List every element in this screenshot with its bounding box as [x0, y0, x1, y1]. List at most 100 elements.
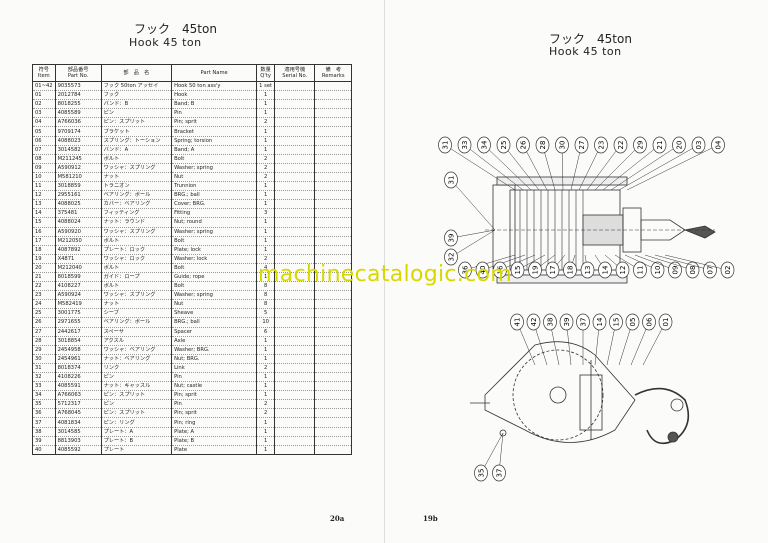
callout-leader	[610, 144, 680, 191]
callout-mid-13: 13	[584, 266, 592, 275]
callout-circle	[598, 261, 612, 279]
callout-circle	[438, 136, 452, 154]
callout-lower-41: 41	[514, 318, 522, 327]
row-item: 13	[32, 199, 56, 210]
row-part-name: Link	[171, 363, 258, 374]
callout-circle	[555, 136, 569, 154]
row-part-name: Washer; spring	[171, 163, 258, 173]
row-remarks	[314, 354, 352, 364]
row-name-jp: ナット	[101, 299, 173, 310]
callout-lower-01: 01	[662, 318, 670, 327]
row-serial	[274, 372, 316, 383]
callout-leader	[618, 144, 699, 191]
row-part-name: Pin; ring	[171, 417, 258, 428]
row-serial	[274, 317, 316, 328]
row-part-no: M212050	[55, 236, 102, 246]
row-item: 12	[32, 190, 56, 201]
row-qty: 2	[256, 163, 276, 173]
row-part-no: 3018859	[55, 181, 102, 192]
callout-mid-17: 17	[549, 266, 557, 275]
row-part-no: 3001775	[55, 308, 102, 319]
callout-circle	[543, 313, 557, 331]
row-item: 15	[32, 217, 56, 228]
callout-leader	[444, 144, 516, 191]
callout-circle	[592, 313, 607, 331]
row-part-no: 4085592	[55, 445, 102, 455]
row-part-no: A590912	[55, 163, 102, 173]
row-qty: 1	[256, 99, 276, 110]
row-remarks	[314, 163, 352, 173]
callout-circle	[528, 261, 542, 279]
row-serial	[274, 172, 316, 183]
row-item: 16	[32, 227, 56, 237]
row-part-name: Pin	[171, 372, 258, 383]
row-serial	[274, 236, 316, 246]
row-qty: 1	[256, 381, 276, 392]
row-item: 02	[32, 99, 56, 110]
row-serial	[274, 308, 316, 319]
row-item: 19	[32, 254, 56, 264]
row-remarks	[314, 445, 352, 455]
row-qty: 5	[256, 308, 276, 319]
row-part-no: 4108226	[55, 372, 102, 383]
row-remarks	[314, 245, 352, 255]
row-item: 14	[32, 208, 56, 219]
row-qty: 4	[256, 263, 276, 273]
row-name-jp: フック	[101, 90, 173, 101]
row-part-name: Pin; sprit	[171, 390, 258, 401]
row-part-name: Nut; BRG.	[171, 354, 258, 364]
row-remarks	[314, 363, 352, 374]
callout-leader	[644, 254, 693, 271]
row-part-no: 8813903	[55, 436, 102, 446]
callout-mid-07: 07	[707, 266, 715, 275]
row-item: 37	[32, 417, 56, 428]
row-item: 24	[32, 299, 56, 310]
callout-top-29: 29	[637, 141, 645, 150]
row-part-no: 8018374	[55, 363, 102, 374]
callout-top-23: 23	[598, 141, 606, 150]
row-name-jp: ナット：ベアリング	[101, 354, 173, 364]
callout-circle	[576, 313, 590, 331]
row-qty: 2	[256, 154, 276, 164]
callout-top-34: 34	[481, 140, 489, 149]
row-part-name: Sheave	[171, 308, 258, 319]
row-serial	[274, 427, 316, 437]
callout-side-39: 39	[448, 234, 456, 243]
row-qty: 2	[256, 408, 276, 419]
row-qty: 1	[256, 245, 276, 255]
callout-top-04: 04	[715, 140, 723, 149]
lower-hook-drawing	[470, 341, 690, 445]
row-serial	[274, 336, 316, 346]
row-qty: 8	[256, 281, 276, 292]
row-name-jp: フック 50ton アッセイ	[101, 81, 173, 92]
row-qty: 1	[256, 145, 276, 155]
callout-side-32: 32	[448, 253, 456, 262]
row-name-jp: ピン：リング	[101, 417, 173, 428]
row-qty: 1	[256, 126, 276, 137]
row-remarks	[314, 399, 352, 410]
row-part-name: Washer; BRG.	[171, 345, 258, 355]
row-item: 27	[32, 327, 56, 337]
row-remarks	[314, 90, 352, 101]
row-item: 01	[32, 90, 56, 101]
row-part-name: Pin; sprit	[171, 117, 258, 128]
callout-mid-40: 40	[479, 266, 487, 275]
row-part-no: 4088025	[55, 199, 102, 210]
row-qty: 1	[256, 90, 276, 101]
row-part-name: Washer; spring	[171, 290, 258, 301]
row-part-no: 4088024	[55, 217, 102, 228]
